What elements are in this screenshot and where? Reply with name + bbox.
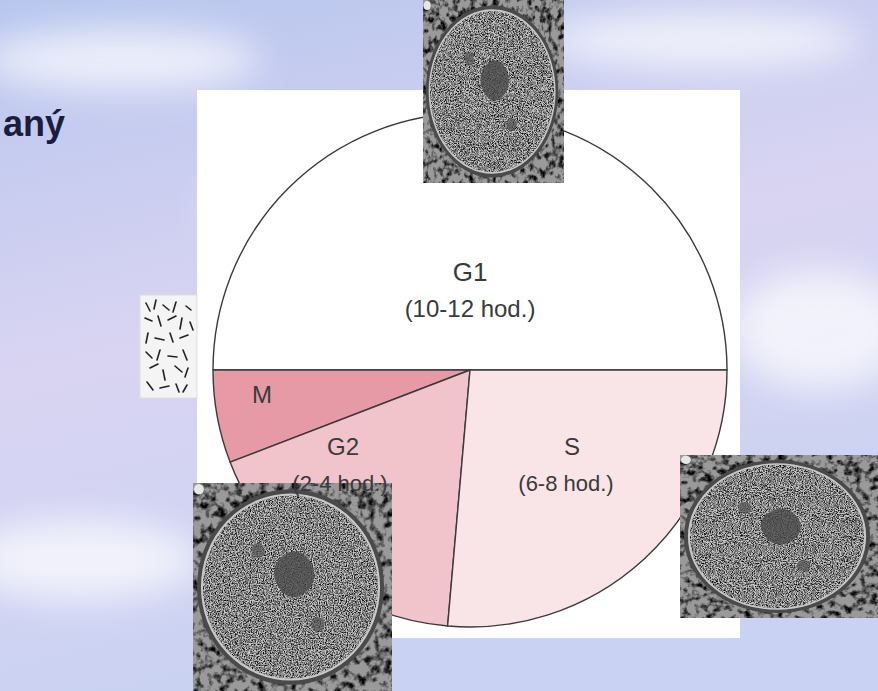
g1-micrograph [423, 0, 564, 183]
g2-micrograph [193, 483, 392, 691]
slide-title: aný [3, 103, 65, 145]
phase-label: G1 [453, 258, 488, 287]
phase-duration: (10-12 hod.) [405, 296, 536, 322]
phase-label: G2 [327, 434, 359, 460]
s-micrograph [680, 455, 878, 618]
phase-duration: (6-8 hod.) [518, 472, 613, 496]
chromosome-spread [140, 295, 197, 398]
phase-label: M [252, 382, 272, 408]
phase-label: S [564, 434, 580, 460]
phase-duration: (2-4 hod.) [292, 472, 387, 496]
